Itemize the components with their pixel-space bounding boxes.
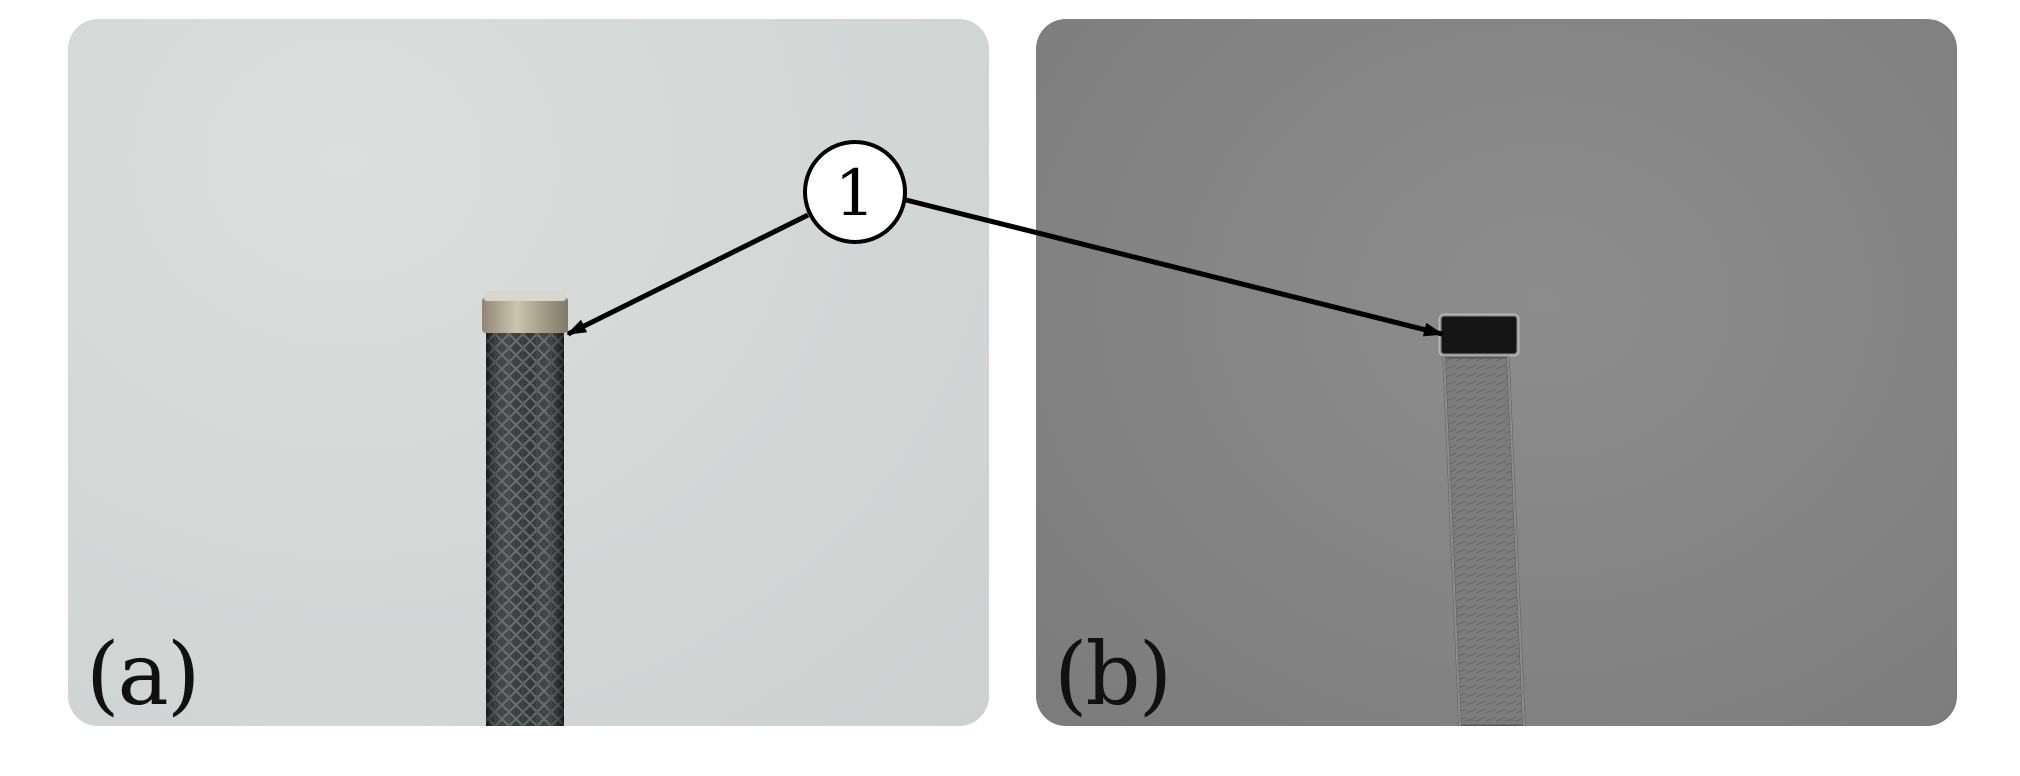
xray-marker-band	[1440, 315, 1518, 355]
catheter-xray	[1438, 313, 1526, 726]
panel-b-xray: (b)	[1036, 19, 1957, 726]
tip-marker-band	[482, 297, 568, 333]
panel-a-photo: (a)	[68, 19, 989, 726]
panel-label-a: (a)	[86, 625, 200, 725]
xray-shaft	[1442, 355, 1526, 726]
catheter-photo	[482, 291, 568, 726]
panel-label-b: (b)	[1054, 625, 1172, 725]
